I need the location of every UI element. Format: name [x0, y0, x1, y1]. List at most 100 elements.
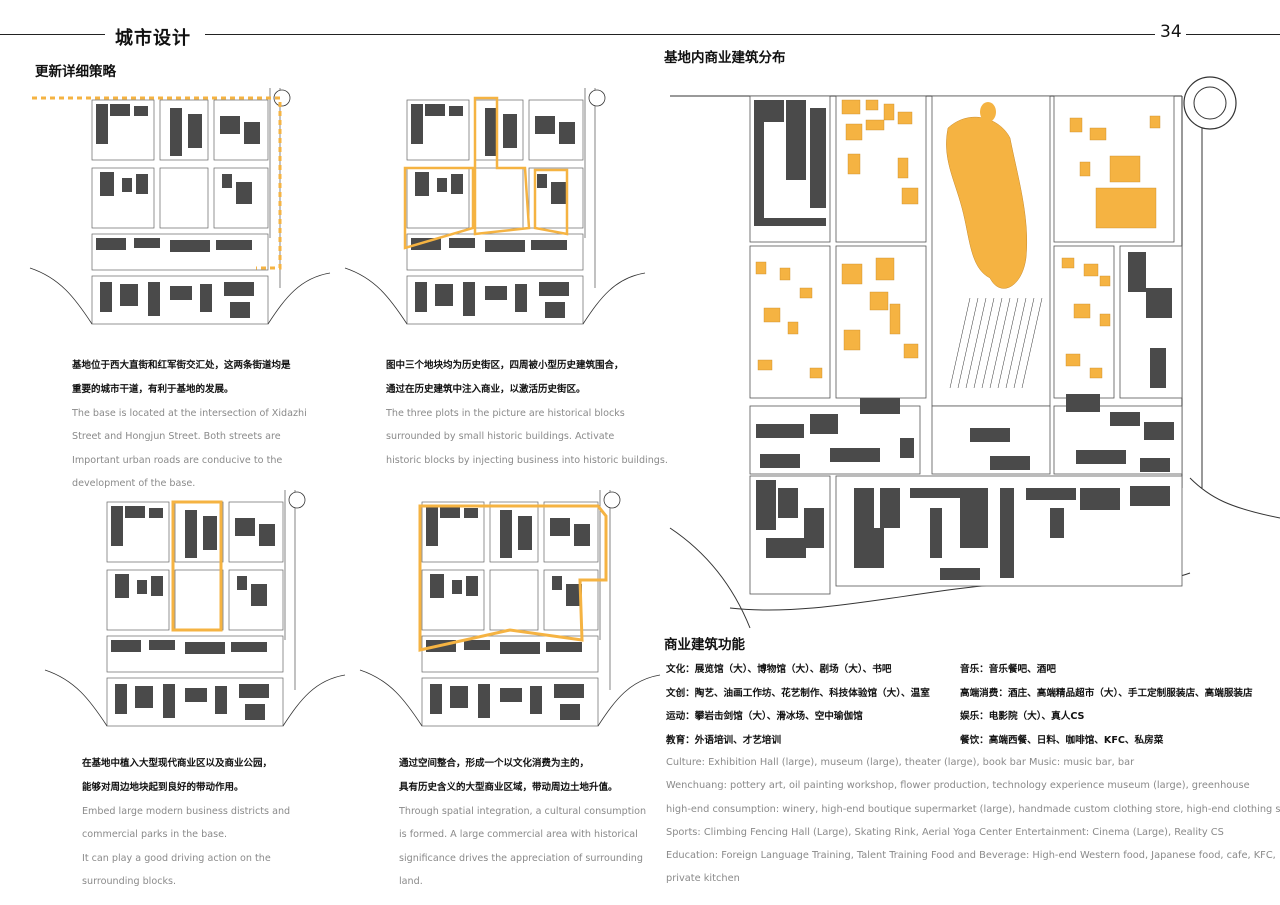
building: [100, 282, 112, 312]
building: [120, 284, 138, 306]
building: [200, 284, 212, 312]
panel-4-en-3: significance drives the appreciation of …: [399, 852, 643, 864]
panel-3-cn-2: 能够对周边地块起到良好的带动作用。: [82, 782, 244, 793]
panel-1-en-2: Street and Hongjun Street. Both streets …: [72, 431, 281, 443]
building: [960, 488, 988, 548]
building: [464, 508, 478, 518]
commercial-building: [799, 287, 813, 299]
building: [151, 576, 163, 596]
building: [115, 684, 127, 714]
commercial-building: [779, 267, 791, 281]
commercial-building: [1089, 127, 1107, 141]
panel-1-cn-2: 重要的城市干道，有利于基地的发展。: [72, 384, 234, 395]
commercial-building: [757, 359, 773, 371]
panel-4-text: 通过空间整合，形成一个以文化消费为主的， 具有历史含义的大型商业区域，带动周边土…: [399, 752, 646, 893]
building: [1144, 422, 1174, 440]
building: [500, 510, 512, 558]
building: [756, 480, 776, 530]
building: [930, 508, 942, 558]
building: [237, 576, 247, 590]
commercial-building-map: [669, 76, 1280, 629]
building: [754, 122, 764, 222]
panel-2-en-1: The three plots in the picture are histo…: [386, 408, 625, 419]
street-highlight: [32, 96, 282, 270]
building: [170, 240, 210, 252]
building: [188, 114, 202, 148]
building: [411, 238, 441, 250]
building: [810, 108, 826, 208]
building: [485, 240, 525, 252]
building: [1140, 458, 1170, 472]
commercial-building: [865, 99, 879, 111]
function-music: 音乐：音乐餐吧、酒吧: [960, 664, 1056, 675]
function-creative: 文创：陶艺、油画工作坊、花艺制作、科技体验馆（大）、温室: [666, 687, 930, 699]
hatch-line: [973, 297, 995, 389]
building: [122, 178, 132, 192]
building: [560, 704, 580, 720]
commercial-building: [1109, 155, 1141, 183]
functions-english: Culture: Exhibition Hall (large), museum…: [666, 751, 1280, 891]
building: [1146, 288, 1172, 318]
block-outline: [489, 501, 539, 563]
building: [224, 282, 254, 296]
panel-2-en-2: surrounded by small historic buildings. …: [386, 431, 615, 443]
building: [1130, 486, 1170, 506]
building: [500, 688, 522, 702]
building: [163, 684, 175, 718]
building: [940, 568, 980, 580]
commercial-building: [1069, 117, 1083, 133]
road-curve: [359, 669, 661, 727]
building: [535, 116, 555, 134]
functions-col-2: 音乐：音乐餐吧、酒吧 高端消费：酒庄、高端精品超市（大）、手工定制服装店、高端服…: [960, 658, 1253, 752]
building: [574, 524, 590, 546]
building: [756, 424, 804, 438]
building: [830, 448, 880, 462]
block-outline: [474, 167, 524, 229]
building: [440, 506, 460, 518]
building: [96, 238, 126, 250]
building: [1110, 412, 1140, 426]
building: [860, 398, 900, 414]
panel-4-en-1: Through spatial integration, a cultural …: [399, 806, 647, 817]
building: [478, 684, 490, 718]
function-en-2: Wenchuang: pottery art, oil painting wor…: [666, 780, 1250, 792]
function-high-end: 高端消费：酒庄、高端精品超市（大）、手工定制服装店、高端服装店: [960, 687, 1253, 699]
panel-3-en-1: Embed large modern business districts an…: [82, 806, 291, 817]
building: [1050, 508, 1064, 538]
building: [220, 116, 240, 134]
map-title: 基地内商业建筑分布: [664, 50, 786, 66]
commercial-building: [865, 119, 885, 131]
panel-3-en-3: It can play a good driving action on the: [82, 852, 271, 864]
commercial-building: [1099, 313, 1111, 327]
panel-4-en-4: land.: [399, 875, 423, 887]
building: [754, 100, 784, 122]
building: [880, 488, 900, 528]
building: [185, 688, 207, 702]
building: [910, 488, 970, 498]
building: [786, 100, 806, 180]
hatch-line: [997, 297, 1019, 389]
building: [185, 642, 225, 654]
building: [111, 640, 141, 652]
panel-2-text: 图中三个地块均为历史街区，四周被小型历史建筑围合， 通过在历史建筑中注入商业，以…: [386, 354, 668, 472]
building: [137, 580, 147, 594]
historic-block-2: [403, 166, 475, 250]
panel-1-en-4: development of the base.: [72, 477, 196, 489]
strategy-map-3: [44, 490, 346, 727]
commercial-building: [1089, 367, 1103, 379]
road-curve: [29, 267, 331, 325]
building: [990, 456, 1030, 470]
building: [430, 574, 444, 598]
commercial-building: [763, 307, 781, 323]
building: [452, 580, 462, 594]
building: [552, 576, 562, 590]
building: [1150, 348, 1166, 388]
building: [111, 506, 123, 546]
building: [1076, 450, 1126, 464]
commercial-building: [875, 257, 895, 281]
building: [415, 172, 429, 196]
building: [854, 488, 874, 568]
building: [566, 584, 582, 606]
block-outline: [489, 569, 539, 631]
building: [531, 240, 567, 250]
